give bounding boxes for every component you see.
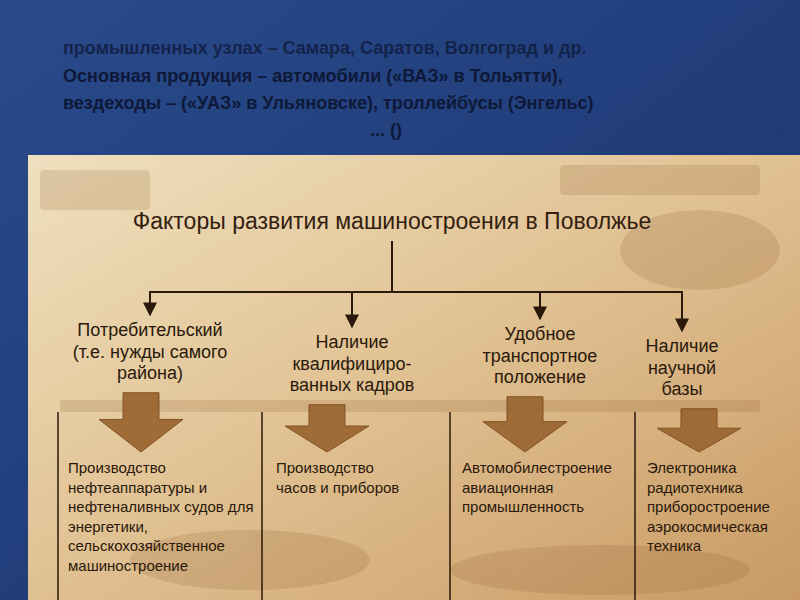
factor-header-text: Потребительский (т.е. нужды самого район… <box>64 320 236 385</box>
slide-text: ... () <box>370 120 402 141</box>
diagram-title-text: Факторы развития машиностроения в Поволж… <box>133 208 652 235</box>
tree-connector <box>352 241 392 327</box>
industry-list: Производство нефтеаппаратуры и нефтенали… <box>64 456 258 577</box>
industry-list: Производство часов и приборов <box>272 456 422 499</box>
tree-connector <box>392 241 682 331</box>
tree-connector <box>392 241 540 319</box>
factor-header: Наличие научной базы <box>622 334 742 403</box>
block-arrow <box>483 397 567 452</box>
industry-list-text: Производство нефтеаппаратуры и нефтенали… <box>68 458 254 575</box>
industry-list: Электроника радиотехника приборостроение… <box>643 456 795 558</box>
industry-list-text: Производство часов и приборов <box>276 458 418 497</box>
block-arrow <box>657 409 741 452</box>
industry-list-text: Автомобилестроение авиационная промышлен… <box>462 458 628 517</box>
industry-list-text: Электроника радиотехника приборостроение… <box>647 458 791 556</box>
factor-header: Удобное транспортное положение <box>470 322 610 391</box>
factor-header-text: Наличие квалифициро- ванных кадров <box>264 332 441 397</box>
slide-text: вездеходы – («УАЗ» в Ульяновске), тролле… <box>63 93 593 114</box>
factor-header-text: Наличие научной базы <box>626 336 738 401</box>
slide-text: промышленных узлах – Самара, Саратов, Во… <box>63 38 586 59</box>
tree-connector <box>150 241 392 315</box>
industry-list: Автомобилестроение авиационная промышлен… <box>458 456 632 519</box>
block-arrow <box>285 405 369 452</box>
factor-header: Потребительский (т.е. нужды самого район… <box>60 318 240 387</box>
sepia-panel <box>28 155 800 600</box>
slide-text: Основная продукция – автомобили («ВАЗ» в… <box>63 66 563 87</box>
diagram-title: Факторы развития машиностроения в Поволж… <box>129 206 656 237</box>
block-arrow <box>99 393 183 452</box>
factor-header: Наличие квалифициро- ванных кадров <box>260 330 445 399</box>
factor-header-text: Удобное транспортное положение <box>474 324 606 389</box>
